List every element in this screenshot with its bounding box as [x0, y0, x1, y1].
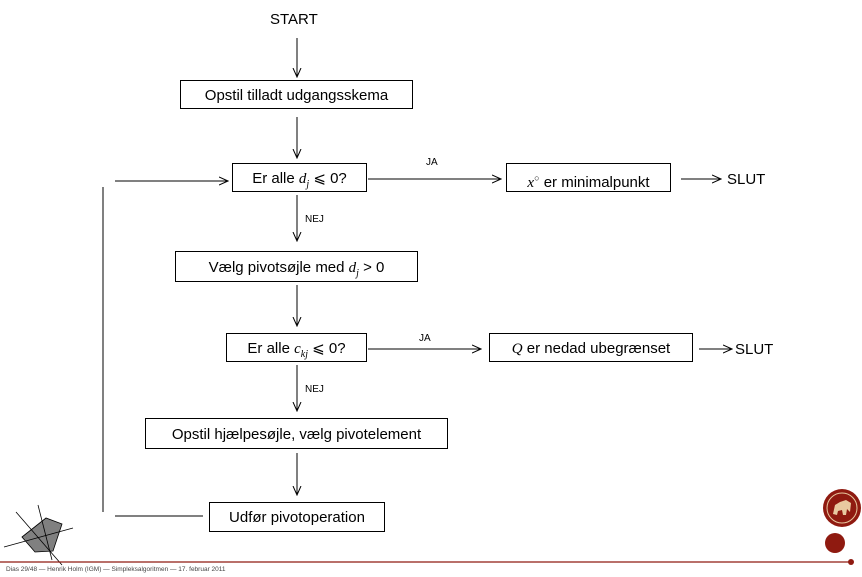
decision1-yes-label: JA [426, 157, 438, 168]
decision2-var: c [294, 341, 301, 357]
step4-box: Udfør pivotoperation [209, 502, 385, 532]
step1-label: Opstil tilladt udgangsskema [204, 87, 389, 104]
step2-text: Vælg pivotsøjle med [208, 259, 349, 276]
step4-label: Udfør pivotoperation [229, 509, 365, 526]
decision1-var: d [298, 171, 307, 187]
result1-text: er minimalpunkt [539, 174, 650, 191]
result1-var: x [527, 175, 535, 191]
result2-text: er nedad ubegrænset [522, 340, 671, 357]
decision1-suffix: ⩽ 0? [309, 170, 347, 187]
decision1-no-label: NEJ [305, 214, 324, 225]
decision2-yes-label: JA [419, 333, 431, 344]
end-label-1: SLUT [727, 171, 766, 188]
step2-box: Vælg pivotsøjle med dj > 0 [175, 251, 418, 282]
footer-text: Dias 29/48 — Henrik Holm (IGM) — Simplek… [6, 566, 226, 573]
step3-label: Opstil hjælpesøjle, vælg pivotelement [171, 426, 422, 443]
decision1-box: Er alle dj ⩽ 0? [232, 163, 367, 192]
result2-box: Q er nedad ubegrænset [489, 333, 693, 362]
decision1-prefix: Er alle [252, 170, 299, 187]
step2-suffix: > 0 [358, 259, 385, 276]
step1-box: Opstil tilladt udgangsskema [180, 80, 413, 109]
result1-box: x○ er minimalpunkt [506, 163, 671, 192]
step2-var: d [348, 260, 357, 276]
end-label-2: SLUT [735, 341, 774, 358]
result1-sup: ○ [534, 173, 540, 183]
decision1-sub: j [306, 179, 310, 190]
start-label: START [270, 11, 318, 28]
decision2-sub: kj [300, 349, 308, 360]
step3-box: Opstil hjælpesøjle, vælg pivotelement [145, 418, 448, 449]
result2-var: Q [511, 341, 523, 357]
decision2-no-label: NEJ [305, 384, 324, 395]
step2-sub: j [356, 268, 359, 279]
decision2-prefix: Er alle [247, 340, 295, 357]
decision2-suffix: ⩽ 0? [307, 340, 346, 357]
decision2-box: Er alle ckj ⩽ 0? [226, 333, 367, 362]
